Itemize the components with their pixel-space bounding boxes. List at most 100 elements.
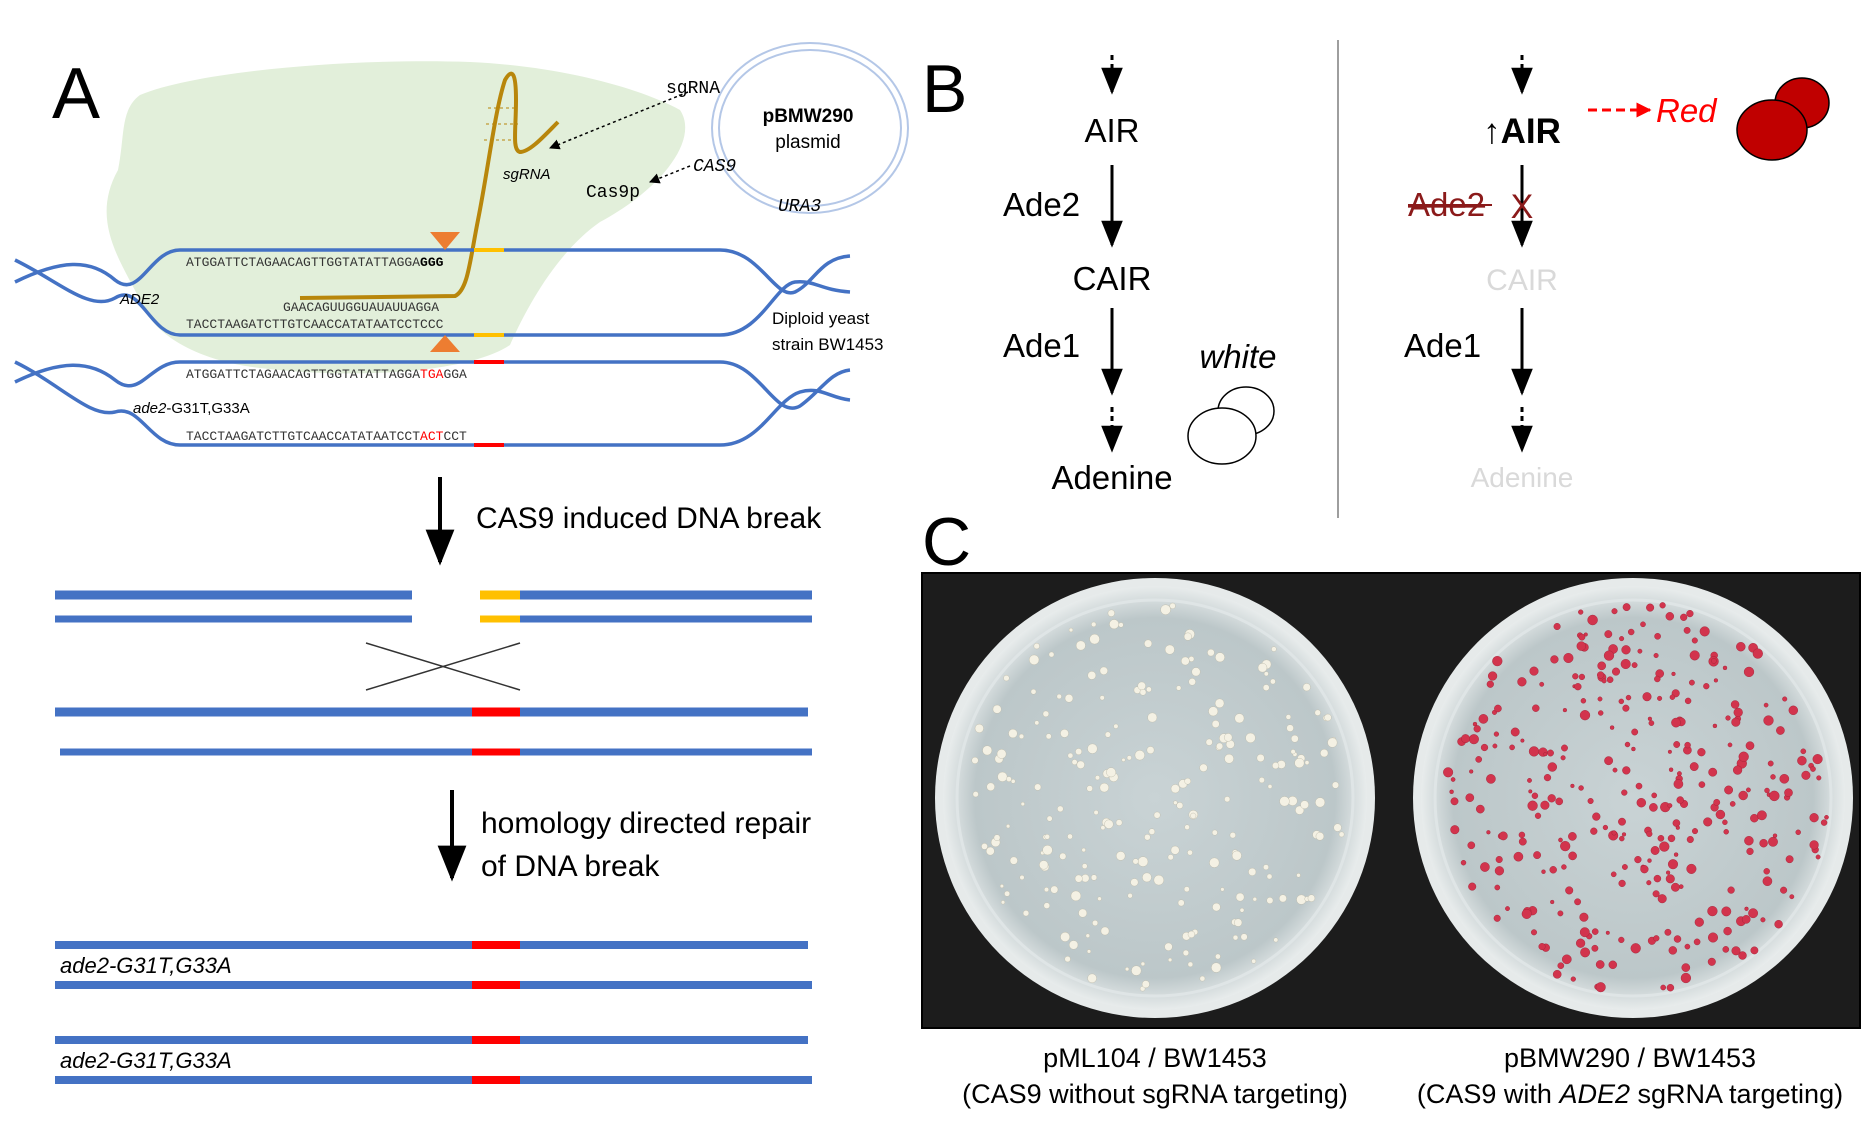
colony (1107, 609, 1115, 617)
colony (1708, 767, 1718, 777)
enzyme-ade2: Ade2 (1003, 186, 1080, 223)
colony (1785, 855, 1794, 864)
colony (1106, 767, 1117, 778)
colony (1684, 943, 1691, 950)
colony (1671, 671, 1676, 676)
colony (1693, 938, 1701, 946)
colony (1231, 850, 1242, 861)
colony (1543, 773, 1552, 782)
colony (1653, 653, 1659, 659)
colony (1270, 678, 1276, 685)
red-yeast-cell-icon (1736, 99, 1808, 161)
colony (1212, 902, 1221, 912)
colony (1608, 960, 1618, 969)
colony (1668, 767, 1674, 772)
colony (1664, 928, 1672, 936)
colony (972, 791, 979, 798)
colony (1229, 832, 1236, 839)
colony (1795, 829, 1801, 835)
colony (1561, 864, 1567, 870)
colony (1603, 650, 1615, 661)
metabolite-adenine-faded: Adenine (1471, 462, 1574, 493)
colony (1625, 694, 1632, 701)
colony (1232, 934, 1239, 941)
colony (1609, 725, 1615, 730)
colony (1707, 957, 1716, 966)
up-arrow-icon: ↑ (1483, 112, 1501, 151)
colony (1686, 863, 1697, 874)
pathway-wildtype: AIR Ade2 CAIR Ade1 Adenine white (1003, 55, 1277, 496)
ade2-mutant-locus: ATGGATTCTAGAACAGTTGGTATATTAGGATGAGGA ade… (14, 360, 851, 447)
colony (1689, 762, 1699, 771)
colony (1176, 802, 1184, 809)
colony (1191, 667, 1201, 677)
colony (1460, 860, 1467, 866)
colony (1279, 796, 1290, 807)
colony (1146, 746, 1155, 754)
colony (1295, 805, 1305, 815)
colony (1723, 829, 1729, 835)
colony (1618, 698, 1625, 705)
colony (971, 756, 979, 764)
colony (1767, 760, 1774, 767)
mutant-label-rest: -G31T,G33A (166, 400, 249, 417)
mut-bottom-red: ACT (420, 429, 444, 444)
phenotype-red: Red (1656, 92, 1718, 129)
colony (1513, 851, 1524, 862)
colony (1060, 729, 1069, 738)
colony (1493, 914, 1501, 922)
colony (1699, 626, 1710, 637)
repaired-label-1: ade2-G31T,G33A (60, 953, 232, 978)
colony (1010, 779, 1016, 784)
colony (1724, 785, 1734, 795)
colony (1596, 671, 1605, 679)
colony (1680, 972, 1692, 984)
colony (1763, 868, 1770, 875)
colony (1673, 852, 1679, 857)
colony (1570, 976, 1576, 982)
colony (1619, 636, 1625, 642)
colony (1266, 873, 1273, 880)
colony (1824, 815, 1829, 820)
metabolite-air-elevated: ↑AIR (1483, 112, 1561, 151)
colony (1602, 824, 1609, 831)
colony (1557, 910, 1564, 917)
sgrna-expression-arrow (549, 91, 689, 150)
colony (1769, 790, 1780, 802)
colony (1659, 602, 1666, 609)
right-plate-caption-line2: (CAS9 with ADE2 sgRNA targeting) (1417, 1079, 1843, 1109)
colony (1683, 627, 1691, 634)
colony (1595, 982, 1606, 993)
colony (1498, 831, 1508, 841)
colony (1654, 675, 1661, 683)
colony (1698, 781, 1706, 788)
colony (1697, 748, 1706, 757)
wt-top-seq: ATGGATTCTAGAACAGTTGGTATATTAGGA (186, 255, 420, 270)
metabolite-air-text: AIR (1501, 112, 1561, 151)
colony (1085, 933, 1091, 938)
colony (1789, 894, 1795, 900)
colony (1648, 720, 1655, 726)
colony (1234, 713, 1245, 724)
colony (1076, 760, 1085, 769)
left-plate-caption-line2: (CAS9 without sgRNA targeting) (962, 1079, 1348, 1109)
colony (1450, 825, 1460, 835)
colony (1527, 778, 1532, 783)
mut-top-a: ATGGATTCTAGAACAGTTGGTATATTAGGA (186, 367, 420, 382)
colony (1631, 746, 1636, 752)
colony (1681, 963, 1691, 972)
colony (1187, 849, 1193, 856)
colony (1187, 930, 1196, 939)
colony (1531, 792, 1539, 799)
colony (1333, 823, 1342, 832)
colony (1729, 801, 1736, 807)
colony (1033, 642, 1040, 650)
colony (1657, 894, 1667, 904)
colony (1552, 970, 1562, 979)
colony (1580, 698, 1587, 704)
colony (1090, 874, 1098, 881)
colony (1680, 613, 1688, 621)
colony (1557, 962, 1565, 970)
colony (1214, 698, 1225, 708)
sgrna-molecule (299, 71, 560, 300)
